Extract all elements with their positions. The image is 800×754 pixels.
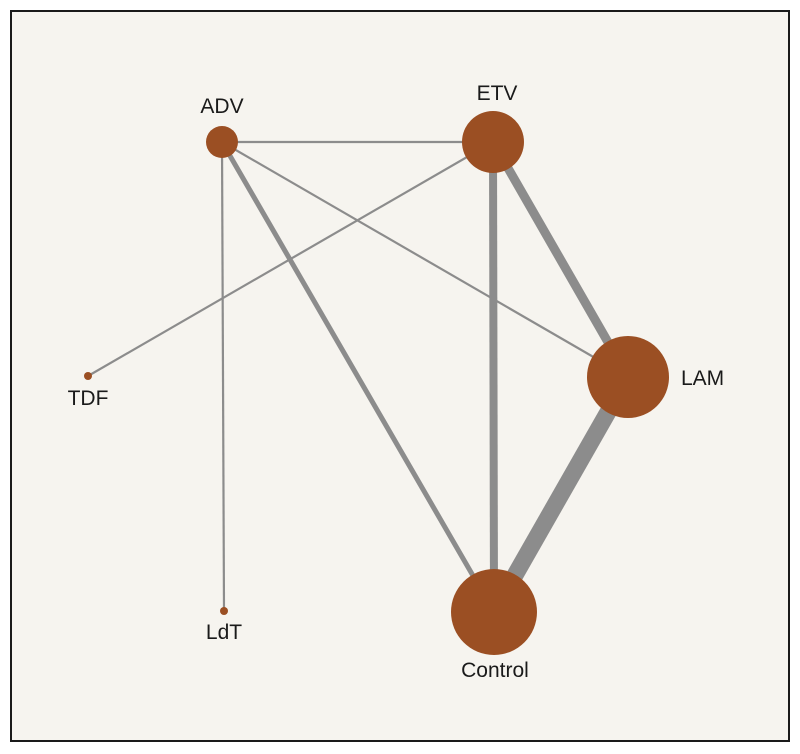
node-tdf (84, 372, 92, 380)
node-label-etv: ETV (477, 82, 518, 105)
edge-adv-lam (221, 141, 629, 378)
node-lam (587, 336, 669, 418)
diagram-frame (10, 10, 790, 742)
node-label-tdf: TDF (68, 387, 109, 410)
edge-etv-control (489, 141, 498, 613)
node-adv (206, 126, 238, 158)
edges-layer (87, 139, 636, 617)
edge-etv-tdf (87, 141, 494, 377)
node-label-ldt: LdT (206, 621, 242, 644)
nodes-layer (84, 111, 669, 655)
edge-adv-ldt (220, 141, 226, 612)
edge-etv-lam (489, 139, 632, 380)
node-etv (462, 111, 524, 173)
node-control (451, 569, 537, 655)
node-label-lam: LAM (681, 367, 724, 390)
edge-lam-control (486, 372, 636, 617)
node-label-control: Control (461, 659, 529, 682)
node-label-adv: ADV (200, 95, 243, 118)
edge-adv-control (219, 140, 497, 614)
node-ldt (220, 607, 228, 615)
labels-layer: ADV ETV TDF LAM LdT Control (68, 82, 725, 682)
